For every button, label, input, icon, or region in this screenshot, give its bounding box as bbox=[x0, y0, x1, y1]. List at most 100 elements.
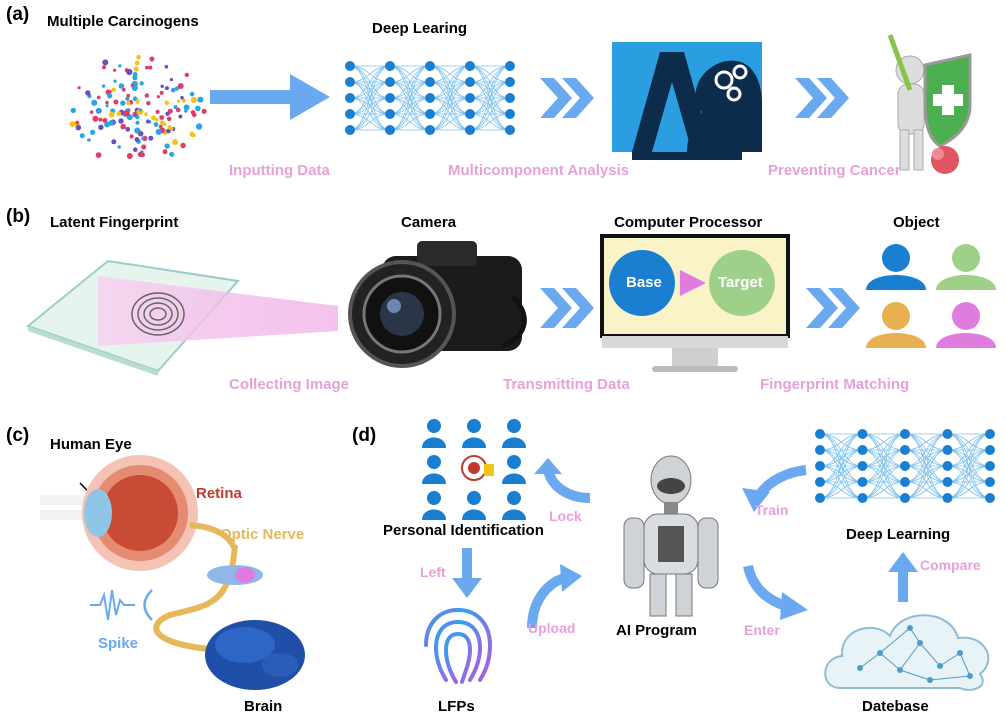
network-node bbox=[985, 477, 995, 487]
network-node bbox=[465, 61, 475, 71]
carcinogen-dot bbox=[169, 151, 175, 157]
network-node bbox=[385, 77, 395, 87]
network-node bbox=[857, 477, 868, 487]
carcinogen-dot bbox=[107, 93, 113, 99]
carcinogen-dot bbox=[111, 87, 116, 92]
network-node bbox=[425, 109, 435, 119]
person-icon bbox=[462, 491, 486, 520]
step-collecting-image: Collecting Image bbox=[229, 376, 350, 393]
carcinogen-dot bbox=[132, 72, 138, 77]
object-user-icons bbox=[866, 244, 996, 348]
network-node bbox=[385, 61, 395, 71]
carcinogen-dot bbox=[134, 137, 140, 142]
person-icon bbox=[462, 419, 486, 448]
object-title: Object bbox=[893, 214, 940, 231]
carcinogen-dot bbox=[118, 64, 122, 68]
carcinogen-dot bbox=[164, 100, 170, 106]
deep-learning-label: Deep Learning bbox=[846, 526, 951, 543]
ai-program-label: AI Program bbox=[616, 622, 697, 639]
carcinogen-dot bbox=[141, 136, 145, 141]
network-node bbox=[505, 61, 515, 71]
carcinogen-dot bbox=[170, 87, 176, 93]
network-node bbox=[345, 93, 355, 103]
carcinogen-dot bbox=[98, 117, 103, 122]
carcinogen-dot bbox=[136, 54, 141, 60]
carcinogen-dot bbox=[158, 124, 163, 129]
carcinogen-dot bbox=[69, 121, 76, 128]
network-node bbox=[985, 461, 995, 471]
glass-slide-fingerprint bbox=[25, 259, 338, 376]
carcinogen-dot bbox=[101, 84, 106, 88]
carcinogen-dot bbox=[164, 143, 170, 149]
carcinogen-dot bbox=[155, 109, 160, 114]
network-node bbox=[425, 77, 435, 87]
network-node bbox=[505, 77, 515, 87]
carcinogen-dot bbox=[113, 99, 119, 105]
network-node bbox=[505, 125, 515, 135]
carcinogen-dot bbox=[170, 127, 174, 131]
carcinogen-dot bbox=[75, 124, 82, 131]
carcinogen-dot bbox=[104, 121, 110, 128]
carcinogen-dot bbox=[92, 115, 99, 122]
target-label: Target bbox=[718, 274, 763, 291]
carcinogen-dot bbox=[79, 133, 85, 139]
carcinogen-dot bbox=[184, 72, 189, 78]
step-transmitting-data: Transmitting Data bbox=[503, 376, 630, 393]
network-node bbox=[985, 429, 995, 439]
network-node bbox=[385, 109, 395, 119]
lock-label: Lock bbox=[549, 508, 582, 524]
network-node bbox=[815, 477, 825, 487]
carcinogen-dot bbox=[151, 115, 156, 121]
carcinogen-dot bbox=[89, 110, 94, 114]
multiple-carcinogens-title: Multiple Carcinogens bbox=[47, 13, 199, 30]
carcinogen-dot bbox=[186, 105, 190, 110]
carcinogen-dot bbox=[144, 93, 150, 98]
carcinogen-dot bbox=[197, 96, 204, 103]
carcinogen-dot bbox=[201, 108, 207, 114]
network-node bbox=[385, 125, 395, 135]
carcinogen-dot bbox=[192, 112, 197, 118]
database-label: Datebase bbox=[862, 698, 929, 715]
carcinogen-dot bbox=[148, 135, 154, 141]
step-multicomponent-analysis: Multicomponent Analysis bbox=[448, 162, 630, 179]
compare-label: Compare bbox=[920, 557, 981, 573]
upload-label: Upload bbox=[528, 620, 576, 636]
carcinogen-dot bbox=[159, 90, 164, 95]
network-node bbox=[385, 93, 395, 103]
carcinogen-dot bbox=[113, 68, 117, 72]
carcinogen-dot bbox=[176, 99, 181, 103]
carcinogen-dot bbox=[121, 87, 126, 92]
carcinogen-dot bbox=[153, 122, 159, 127]
panel-d-letter: (d) bbox=[352, 425, 377, 446]
carcinogen-dot bbox=[162, 149, 168, 155]
network-node bbox=[505, 109, 515, 119]
computer-processor-title: Computer Processor bbox=[614, 214, 763, 231]
carcinogen-dot bbox=[87, 138, 91, 142]
human-eye-label: Human Eye bbox=[50, 436, 132, 453]
person-icon bbox=[502, 455, 526, 484]
carcinogen-dot bbox=[189, 91, 195, 97]
carcinogen-dot bbox=[134, 127, 141, 134]
carcinogen-dot bbox=[75, 120, 79, 125]
curved-arrow-upload bbox=[527, 564, 582, 629]
double-chevron-icon bbox=[540, 288, 594, 328]
carcinogen-dot bbox=[135, 120, 140, 125]
carcinogen-dot bbox=[148, 65, 153, 70]
down-arrow-icon bbox=[452, 548, 482, 598]
network-node bbox=[857, 445, 868, 455]
carcinogen-dot bbox=[91, 99, 98, 106]
carcinogen-dot bbox=[141, 144, 147, 150]
carcinogen-dot bbox=[70, 107, 76, 114]
monitor-icon bbox=[600, 234, 790, 372]
network-node bbox=[900, 461, 910, 471]
carcinogen-dot bbox=[77, 86, 81, 90]
network-node bbox=[985, 493, 995, 503]
carcinogen-dot bbox=[102, 59, 109, 66]
carcinogen-dot bbox=[126, 68, 133, 76]
carcinogen-dot bbox=[95, 152, 102, 158]
network-node bbox=[345, 77, 355, 87]
network-node bbox=[942, 461, 953, 471]
carcinogen-dot bbox=[154, 117, 159, 122]
cloud-database-icon bbox=[824, 614, 990, 691]
base-label: Base bbox=[626, 274, 662, 291]
